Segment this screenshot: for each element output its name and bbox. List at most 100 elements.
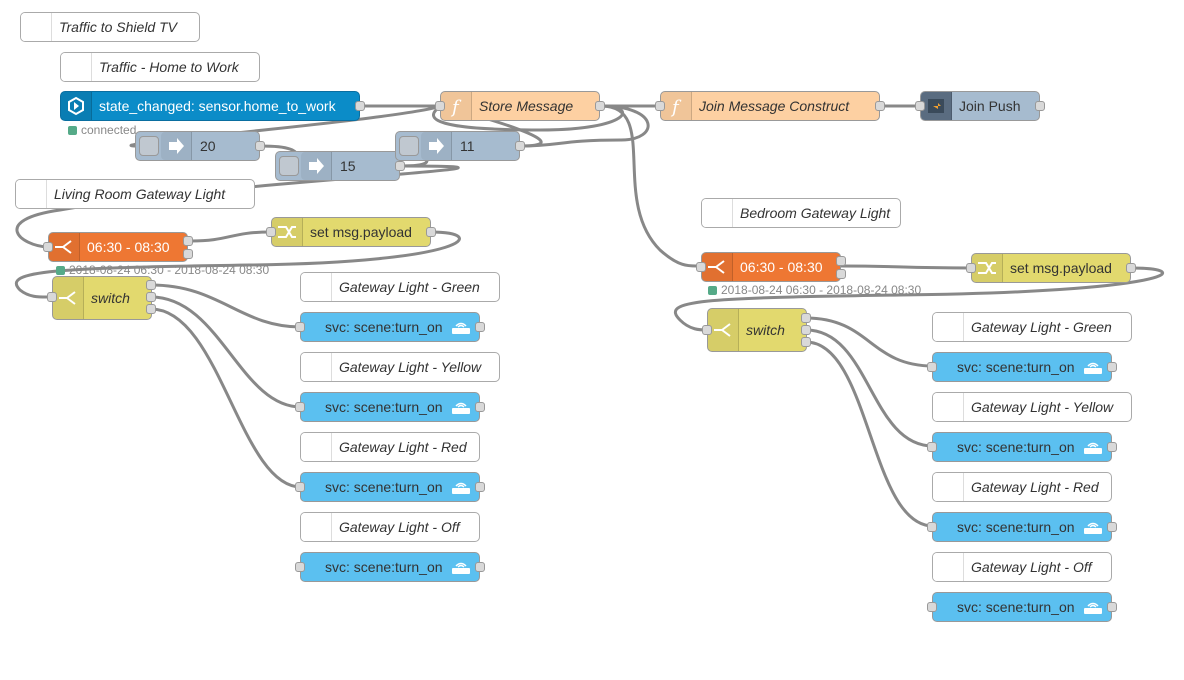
input-port[interactable] [295, 562, 305, 572]
status-dot [68, 126, 77, 135]
output-port[interactable] [801, 337, 811, 347]
input-port[interactable] [927, 442, 937, 452]
output-port[interactable] [1107, 522, 1117, 532]
state-changed-node[interactable]: state_changed: sensor.home_to_work [60, 91, 360, 121]
input-port[interactable] [915, 101, 925, 111]
comment-icon [61, 53, 92, 81]
input-port[interactable] [47, 292, 57, 302]
comment-right-green[interactable]: Gateway Light - Green [932, 312, 1132, 342]
wifi-router-icon [1084, 522, 1102, 534]
output-port[interactable] [475, 322, 485, 332]
comment-right-off[interactable]: Gateway Light - Off [932, 552, 1112, 582]
output-port[interactable] [515, 141, 525, 151]
input-port[interactable] [966, 263, 976, 273]
comment-icon [301, 353, 332, 381]
right-time-status: 2018-08-24 06:30 - 2018-08-24 08:30 [708, 284, 921, 296]
right-time-range-node[interactable]: 06:30 - 08:30 [701, 252, 841, 282]
comment-traffic-home-work[interactable]: Traffic - Home to Work [60, 52, 260, 82]
delay-15-node[interactable]: 15 [275, 151, 400, 181]
switch-icon [708, 309, 739, 351]
change-icon [972, 254, 1003, 282]
comment-living-room[interactable]: Living Room Gateway Light [15, 179, 255, 209]
output-port[interactable] [255, 141, 265, 151]
left-time-status: 2018-08-24 06:30 - 2018-08-24 08:30 [56, 264, 269, 276]
input-port[interactable] [655, 101, 665, 111]
wifi-router-icon [1084, 602, 1102, 614]
output-port[interactable] [1107, 362, 1117, 372]
comment-icon [933, 393, 964, 421]
join-message-construct-node[interactable]: f Join Message Construct [660, 91, 880, 121]
store-message-node[interactable]: f Store Message [440, 91, 600, 121]
inject-button[interactable] [279, 156, 299, 176]
output-port[interactable] [395, 161, 405, 171]
output-port[interactable] [183, 249, 193, 259]
input-port[interactable] [702, 325, 712, 335]
input-port[interactable] [295, 402, 305, 412]
comment-bedroom[interactable]: Bedroom Gateway Light [701, 198, 901, 228]
output-port[interactable] [836, 269, 846, 279]
right-change-node[interactable]: set msg.payload [971, 253, 1131, 283]
input-port[interactable] [696, 262, 706, 272]
delay-arrow-icon [161, 132, 192, 160]
left-change-node[interactable]: set msg.payload [271, 217, 431, 247]
comment-traffic-shield[interactable]: Traffic to Shield TV [20, 12, 200, 42]
output-port[interactable] [146, 280, 156, 290]
delay-arrow-icon [421, 132, 452, 160]
output-port[interactable] [1107, 602, 1117, 612]
output-port[interactable] [1035, 101, 1045, 111]
input-port[interactable] [43, 242, 53, 252]
right-switch-node[interactable]: switch [707, 308, 807, 352]
output-port[interactable] [146, 292, 156, 302]
comment-icon [301, 513, 332, 541]
input-port[interactable] [295, 322, 305, 332]
output-port[interactable] [426, 227, 436, 237]
comment-left-off[interactable]: Gateway Light - Off [300, 512, 480, 542]
input-port[interactable] [927, 602, 937, 612]
output-port[interactable] [355, 101, 365, 111]
left-svc-yellow-node[interactable]: svc: scene:turn_on [300, 392, 480, 422]
output-port[interactable] [183, 236, 193, 246]
comment-left-green[interactable]: Gateway Light - Green [300, 272, 500, 302]
output-port[interactable] [475, 562, 485, 572]
left-svc-off-node[interactable]: svc: scene:turn_on [300, 552, 480, 582]
right-svc-off-node[interactable]: svc: scene:turn_on [932, 592, 1112, 622]
function-icon: f [661, 92, 692, 120]
comment-left-yellow[interactable]: Gateway Light - Yellow [300, 352, 500, 382]
output-port[interactable] [475, 402, 485, 412]
inject-button[interactable] [139, 136, 159, 156]
switch-icon [49, 233, 80, 261]
output-port[interactable] [836, 256, 846, 266]
delay-20-node[interactable]: 20 [135, 131, 260, 161]
output-port[interactable] [595, 101, 605, 111]
input-port[interactable] [266, 227, 276, 237]
right-svc-yellow-node[interactable]: svc: scene:turn_on [932, 432, 1112, 462]
output-port[interactable] [475, 482, 485, 492]
join-push-node[interactable]: Join Push [920, 91, 1040, 121]
output-port[interactable] [801, 313, 811, 323]
delay-11-node[interactable]: 11 [395, 131, 520, 161]
left-switch-node[interactable]: switch [52, 276, 152, 320]
input-port[interactable] [295, 482, 305, 492]
comment-icon [301, 433, 332, 461]
right-svc-green-node[interactable]: svc: scene:turn_on [932, 352, 1112, 382]
right-svc-red-node[interactable]: svc: scene:turn_on [932, 512, 1112, 542]
output-port[interactable] [875, 101, 885, 111]
comment-icon [933, 313, 964, 341]
comment-left-red[interactable]: Gateway Light - Red [300, 432, 480, 462]
inject-button[interactable] [399, 136, 419, 156]
output-port[interactable] [1126, 263, 1136, 273]
left-time-range-node[interactable]: 06:30 - 08:30 [48, 232, 188, 262]
comment-icon [933, 473, 964, 501]
comment-right-red[interactable]: Gateway Light - Red [932, 472, 1112, 502]
comment-right-yellow[interactable]: Gateway Light - Yellow [932, 392, 1132, 422]
left-svc-red-node[interactable]: svc: scene:turn_on [300, 472, 480, 502]
input-port[interactable] [435, 101, 445, 111]
status-dot [708, 286, 717, 295]
left-svc-green-node[interactable]: svc: scene:turn_on [300, 312, 480, 342]
input-port[interactable] [927, 362, 937, 372]
input-port[interactable] [927, 522, 937, 532]
wifi-router-icon [452, 402, 470, 414]
output-port[interactable] [1107, 442, 1117, 452]
output-port[interactable] [801, 325, 811, 335]
output-port[interactable] [146, 304, 156, 314]
